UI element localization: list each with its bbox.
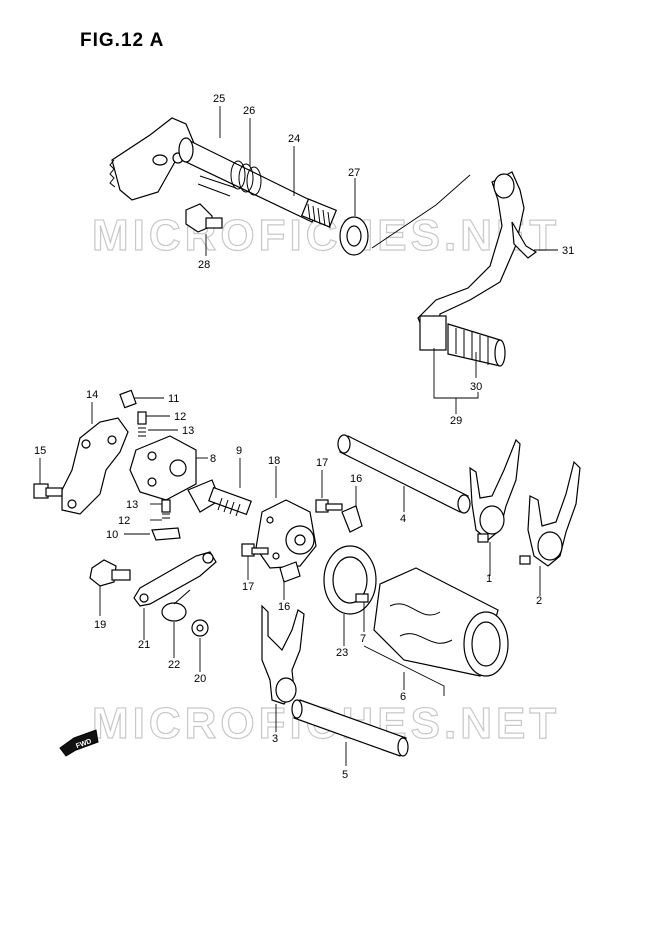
bolt-19 — [89, 559, 131, 587]
shift-shaft-arm — [109, 117, 338, 229]
washer-16a — [341, 505, 363, 533]
screw-15 — [33, 483, 63, 499]
arm-21 — [133, 551, 217, 607]
fork-shaft-5 — [291, 699, 409, 757]
callout-21: 21 — [138, 639, 150, 651]
callout-20: 20 — [194, 673, 206, 685]
cam-bolt — [187, 479, 252, 517]
callout-25: 25 — [213, 93, 225, 105]
callout-4: 4 — [400, 513, 406, 525]
callout-27: 27 — [348, 167, 360, 179]
callout-12a: 12 — [174, 411, 186, 423]
callout-10: 10 — [106, 529, 118, 541]
callout-18: 18 — [268, 455, 280, 467]
washer-16b — [279, 561, 301, 583]
callout-13b: 13 — [126, 499, 138, 511]
callout-31: 31 — [562, 245, 574, 257]
callout-23: 23 — [336, 647, 348, 659]
oil-seal — [339, 216, 369, 256]
callout-29: 29 — [450, 415, 462, 427]
shaft-bolt — [185, 203, 223, 233]
drum-pin-7 — [355, 593, 369, 603]
callout-17b: 17 — [316, 457, 328, 469]
cam-gear-plate — [129, 435, 197, 501]
callout-3: 3 — [272, 733, 278, 745]
spring-22 — [161, 589, 191, 622]
fwd-arrow-icon: FWD — [59, 729, 99, 757]
figure-title: FIG.12 A — [80, 30, 165, 51]
callout-14: 14 — [86, 389, 98, 401]
shift-fork-2 — [519, 460, 581, 567]
stopper-pin-spring — [119, 389, 181, 541]
callout-13a: 13 — [182, 425, 194, 437]
callout-7: 7 — [360, 633, 366, 645]
washer-20 — [191, 619, 209, 637]
gearshift-lever — [371, 171, 538, 367]
callout-9: 9 — [236, 445, 242, 457]
callout-26: 26 — [243, 105, 255, 117]
shift-fork-3 — [261, 604, 305, 705]
callout-15: 15 — [34, 445, 46, 457]
callout-30: 30 — [470, 381, 482, 393]
callout-8: 8 — [210, 453, 216, 465]
cam-stopper-plate — [61, 417, 129, 515]
bearing-23 — [323, 545, 377, 615]
shift-drum — [373, 567, 509, 677]
callout-6: 6 — [400, 691, 406, 703]
callout-17a: 17 — [242, 581, 254, 593]
callout-1: 1 — [486, 573, 492, 585]
screw-17b — [315, 499, 343, 513]
callout-19: 19 — [94, 619, 106, 631]
callout-5: 5 — [342, 769, 348, 781]
callout-22: 22 — [168, 659, 180, 671]
shift-fork-1 — [469, 438, 521, 543]
callout-2: 2 — [536, 595, 542, 607]
shift-cam — [255, 499, 317, 569]
fork-shaft-4 — [337, 434, 471, 514]
callout-16b: 16 — [278, 601, 290, 613]
callout-16a: 16 — [350, 473, 362, 485]
callout-11: 11 — [168, 393, 179, 405]
callout-28: 28 — [198, 259, 210, 271]
callout-24: 24 — [288, 133, 300, 145]
callout-12b: 12 — [118, 515, 130, 527]
